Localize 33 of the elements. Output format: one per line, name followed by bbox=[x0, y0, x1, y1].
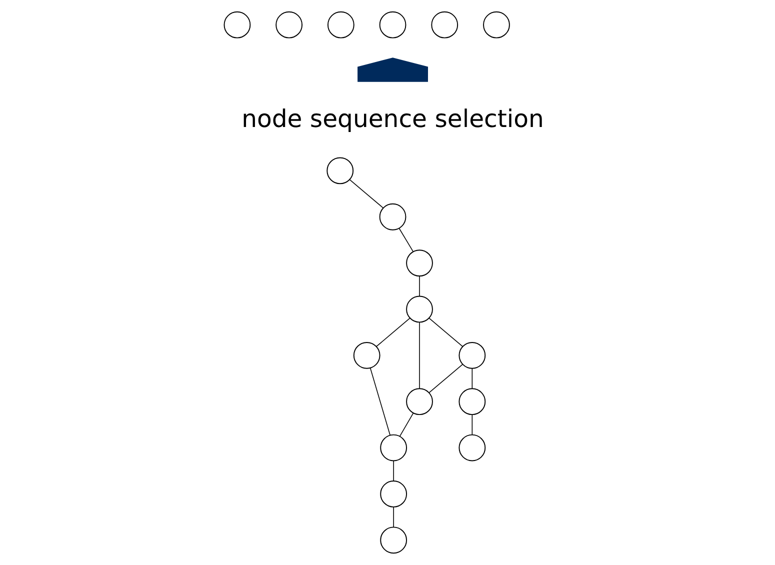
node-circle bbox=[458, 434, 486, 462]
node-circle bbox=[326, 157, 354, 184]
node-circle bbox=[431, 11, 458, 38]
node-circle bbox=[458, 388, 486, 416]
connector bbox=[370, 368, 390, 436]
connector bbox=[419, 322, 420, 389]
node-circle bbox=[276, 11, 302, 38]
connector bbox=[398, 228, 414, 252]
node-arrow bbox=[358, 58, 428, 82]
node-circle bbox=[379, 203, 406, 230]
label: node sequence selection bbox=[242, 104, 544, 133]
node-circle bbox=[406, 388, 433, 416]
connector bbox=[472, 414, 473, 436]
connector bbox=[393, 506, 394, 528]
connector bbox=[393, 460, 394, 482]
node-circle bbox=[353, 342, 380, 369]
node-circle bbox=[224, 11, 251, 38]
node-circle bbox=[379, 11, 406, 38]
node-circle bbox=[458, 342, 486, 369]
node-circle bbox=[380, 434, 408, 462]
connector bbox=[472, 368, 473, 390]
node-circle bbox=[327, 11, 354, 38]
connector bbox=[428, 318, 463, 347]
connector bbox=[349, 179, 384, 208]
connector bbox=[376, 318, 410, 347]
connector bbox=[399, 412, 414, 437]
connector bbox=[419, 276, 420, 297]
connector bbox=[428, 364, 463, 394]
node-circle bbox=[406, 296, 433, 323]
node-circle bbox=[380, 526, 408, 554]
node-circle bbox=[406, 250, 433, 276]
node-circle bbox=[483, 11, 510, 38]
node-circle bbox=[380, 480, 408, 508]
